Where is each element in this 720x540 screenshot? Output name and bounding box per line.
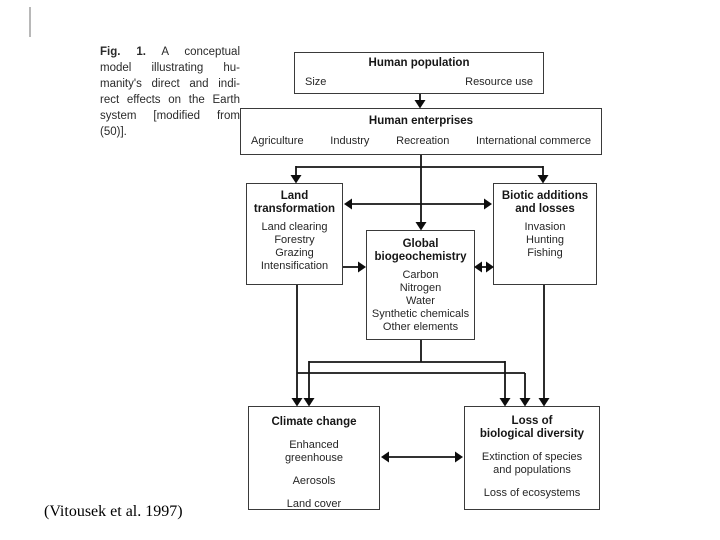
arrow-enterprises-branch [290, 166, 549, 184]
box-global-biogeochemistry: Global biogeochemistry Carbon Nitrogen W… [366, 230, 475, 340]
arrow-enterprises-to-biogeochemistry [415, 155, 427, 231]
land-transformation-item-land-clearing: Land clearing [261, 221, 328, 233]
biotic-additions-title: Biotic additions and losses [501, 190, 589, 215]
arrow-land-to-biogeochemistry [343, 261, 366, 273]
box-human-enterprises: Human enterprises Agriculture Industry R… [240, 108, 602, 155]
figure-caption: Fig. 1. A conceptual model illustrating … [100, 44, 240, 140]
biogeochemistry-item-water: Water [406, 295, 435, 307]
human-enterprises-item-recreation: Recreation [396, 135, 450, 147]
arrow-biogeochemistry-biotic-bidirectional [474, 261, 494, 273]
box-loss-of-biological-diversity: Loss of biological diversity Extinction … [464, 406, 600, 510]
arrow-biotic-to-biodiversity [538, 285, 550, 407]
biotic-item-hunting: Hunting [526, 234, 564, 246]
land-transformation-item-grazing: Grazing [275, 247, 314, 259]
caption-line-1-text: A conceptual [161, 46, 240, 58]
biodiversity-loss-title: Loss of biological diversity [479, 415, 585, 440]
page-edge-artifact [29, 7, 31, 37]
arrow-land-biotic-bidirectional [344, 198, 492, 210]
biotic-item-invasion: Invasion [524, 221, 566, 233]
land-transformation-title: Land transformation [253, 190, 336, 215]
biogeochemistry-item-carbon: Carbon [402, 269, 439, 281]
biodiversity-item-extinction: Extinction of species and populations [481, 451, 583, 476]
human-enterprises-title: Human enterprises [368, 115, 474, 127]
arrow-climate-biodiversity-bidirectional [381, 451, 463, 463]
caption-line-1: Fig. 1. A conceptual [100, 44, 240, 60]
human-population-title: Human population [368, 57, 470, 69]
caption-line-2: model illustrating hu- [100, 62, 240, 74]
climate-item-land-cover: Land cover [286, 498, 342, 510]
box-climate-change: Climate change Enhanced greenhouse Aeros… [248, 406, 380, 510]
biogeochemistry-item-nitrogen: Nitrogen [399, 282, 442, 294]
land-transformation-item-intensification: Intensification [260, 260, 329, 272]
global-biogeochemistry-title: Global biogeochemistry [374, 238, 467, 263]
box-biotic-additions-and-losses: Biotic additions and losses Invasion Hun… [493, 183, 597, 285]
biogeochemistry-item-other-elements: Other elements [382, 321, 459, 333]
arrow-biogeochemistry-branch [303, 340, 511, 407]
arrow-population-to-enterprises [414, 94, 426, 109]
land-transformation-item-forestry: Forestry [274, 234, 315, 246]
box-human-population: Human population Size Resource use [294, 52, 544, 94]
biogeochemistry-item-synthetic-chemicals: Synthetic chemicals [371, 308, 470, 320]
climate-item-aerosols: Aerosols [292, 475, 336, 487]
caption-line-3: manity's direct and indi- [100, 78, 240, 90]
human-population-item-size: Size [305, 76, 327, 88]
citation: (Vitousek et al. 1997) [44, 503, 183, 520]
caption-line-5: system [modified from [100, 110, 240, 122]
human-enterprises-item-international-commerce: International commerce [476, 135, 591, 147]
caption-line-4: rect effects on the Earth [100, 94, 240, 106]
caption-line-6: (50)]. [100, 126, 127, 138]
box-land-transformation: Land transformation Land clearing Forest… [246, 183, 343, 285]
climate-change-title: Climate change [271, 416, 357, 428]
caption-figure-label: Fig. 1. [100, 46, 147, 58]
human-enterprises-item-industry: Industry [330, 135, 370, 147]
biotic-item-fishing: Fishing [527, 247, 563, 259]
human-population-item-resource-use: Resource use [465, 76, 533, 88]
biodiversity-item-loss-of-ecosystems: Loss of ecosystems [483, 487, 581, 499]
human-enterprises-item-agriculture: Agriculture [251, 135, 304, 147]
climate-item-enhanced-greenhouse: Enhanced greenhouse [284, 439, 344, 464]
